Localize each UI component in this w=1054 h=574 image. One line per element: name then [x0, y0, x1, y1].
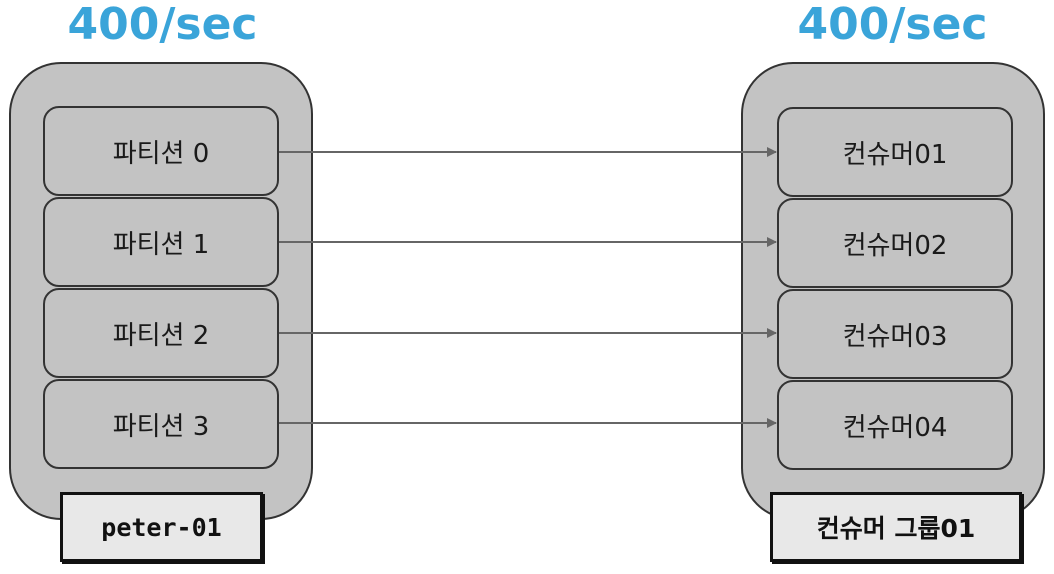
consumer-01: 컨슈머01	[777, 107, 1013, 197]
consumer-group-name-tag: 컨슈머 그룹01	[770, 492, 1022, 562]
producer-rate-label: 400/sec	[67, 0, 258, 50]
topic-name-tag: peter-01	[60, 492, 263, 562]
consumer-rate-label: 400/sec	[797, 0, 988, 50]
partition-2: 파티션 2	[43, 288, 279, 378]
consumer-04: 컨슈머04	[777, 380, 1013, 470]
consumer-02: 컨슈머02	[777, 198, 1013, 288]
partition-3: 파티션 3	[43, 379, 279, 469]
partition-0: 파티션 0	[43, 106, 279, 196]
consumer-03: 컨슈머03	[777, 289, 1013, 379]
partition-1: 파티션 1	[43, 197, 279, 287]
